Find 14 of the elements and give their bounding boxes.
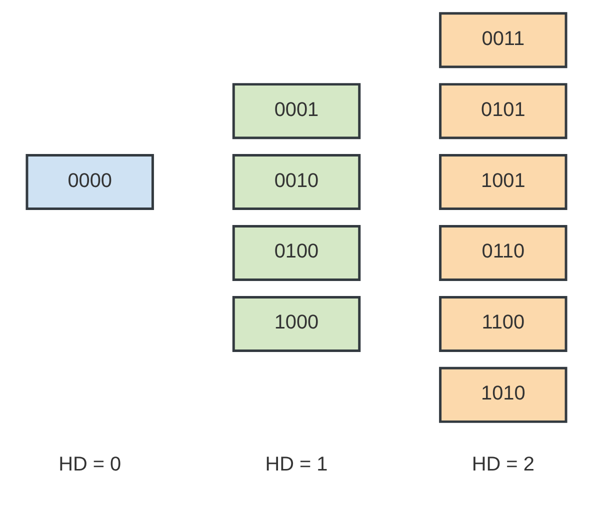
node-box: 1000	[232, 296, 360, 352]
node-box: 0001	[232, 83, 360, 140]
node-box: 0110	[438, 225, 567, 281]
label: HD = 2	[471, 454, 534, 476]
label: HD = 1	[264, 454, 328, 476]
node-box: 0000	[25, 154, 154, 210]
node-box: 0100	[232, 225, 360, 281]
label: HD = 0	[58, 454, 121, 476]
node-box: 1010	[438, 366, 567, 423]
node-box: 0011	[438, 12, 567, 68]
node-box: 1001	[438, 154, 567, 210]
node-box: 0101	[438, 83, 567, 140]
node-box: 1100	[438, 296, 567, 352]
node-box: 0010	[232, 154, 360, 210]
